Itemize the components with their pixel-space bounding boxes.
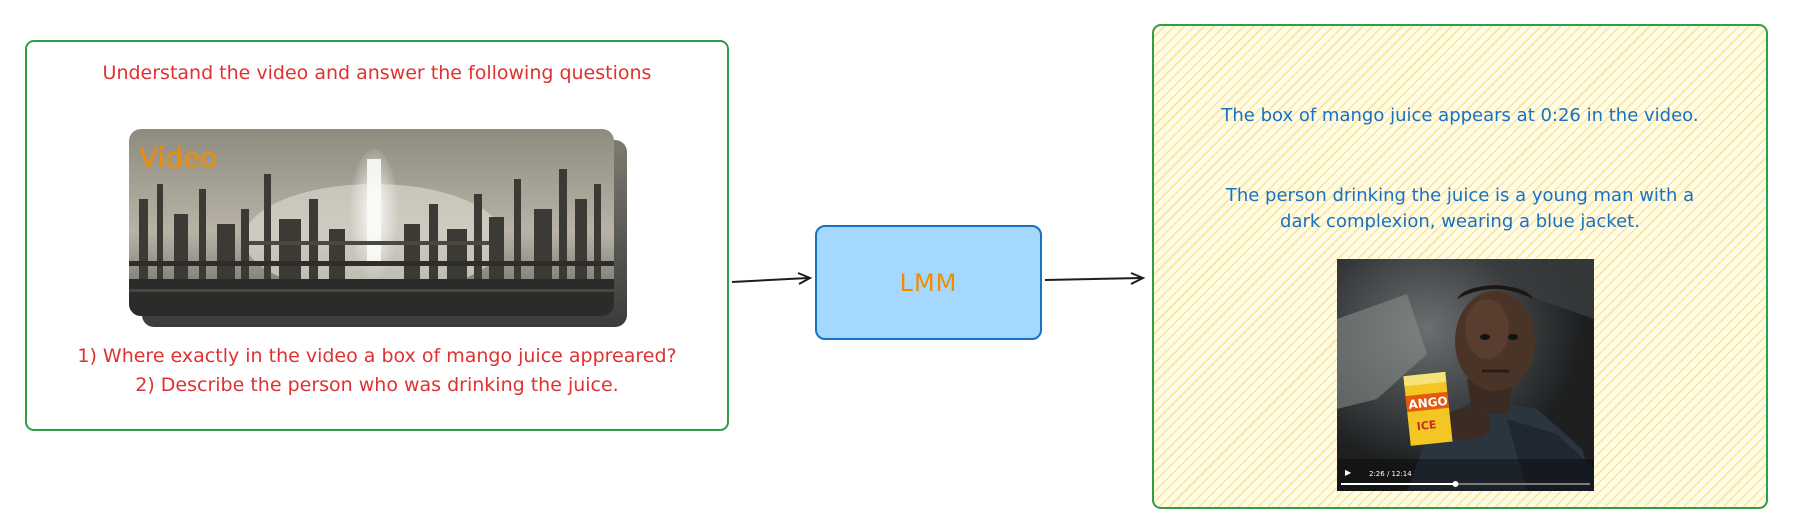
answer-2-line-2: dark complexion, wearing a blue jacket.	[1280, 211, 1640, 232]
video-frame-result: ANGO ICE ▶ 2:26 / 12:14	[1337, 259, 1594, 491]
carton-label-2: ICE	[1416, 418, 1437, 433]
lmm-model-box: LMM	[815, 225, 1042, 340]
video-label: Video	[139, 141, 218, 174]
input-to-model-arrow	[731, 272, 813, 285]
video-progress-knob[interactable]	[1452, 481, 1459, 487]
person-drinking-image: ANGO ICE	[1337, 259, 1594, 491]
question-2: 2) Describe the person who was drinking …	[135, 374, 619, 396]
lmm-label: LMM	[899, 268, 958, 297]
model-to-output-arrow	[1044, 272, 1146, 285]
play-icon[interactable]: ▶	[1345, 468, 1352, 477]
video-thumbnail	[129, 129, 614, 316]
carton-label-1: ANGO	[1408, 394, 1449, 412]
industrial-scene-image	[129, 129, 614, 316]
answer-2-line-1: The person drinking the juice is a young…	[1225, 185, 1695, 206]
instruction-text: Understand the video and answer the foll…	[102, 62, 652, 84]
question-1: 1) Where exactly in the video a box of m…	[77, 345, 677, 367]
player-timestamp: 2:26 / 12:14	[1369, 470, 1412, 478]
video-progress-fill	[1341, 483, 1456, 485]
answer-1: The box of mango juice appears at 0:26 i…	[1221, 105, 1699, 126]
